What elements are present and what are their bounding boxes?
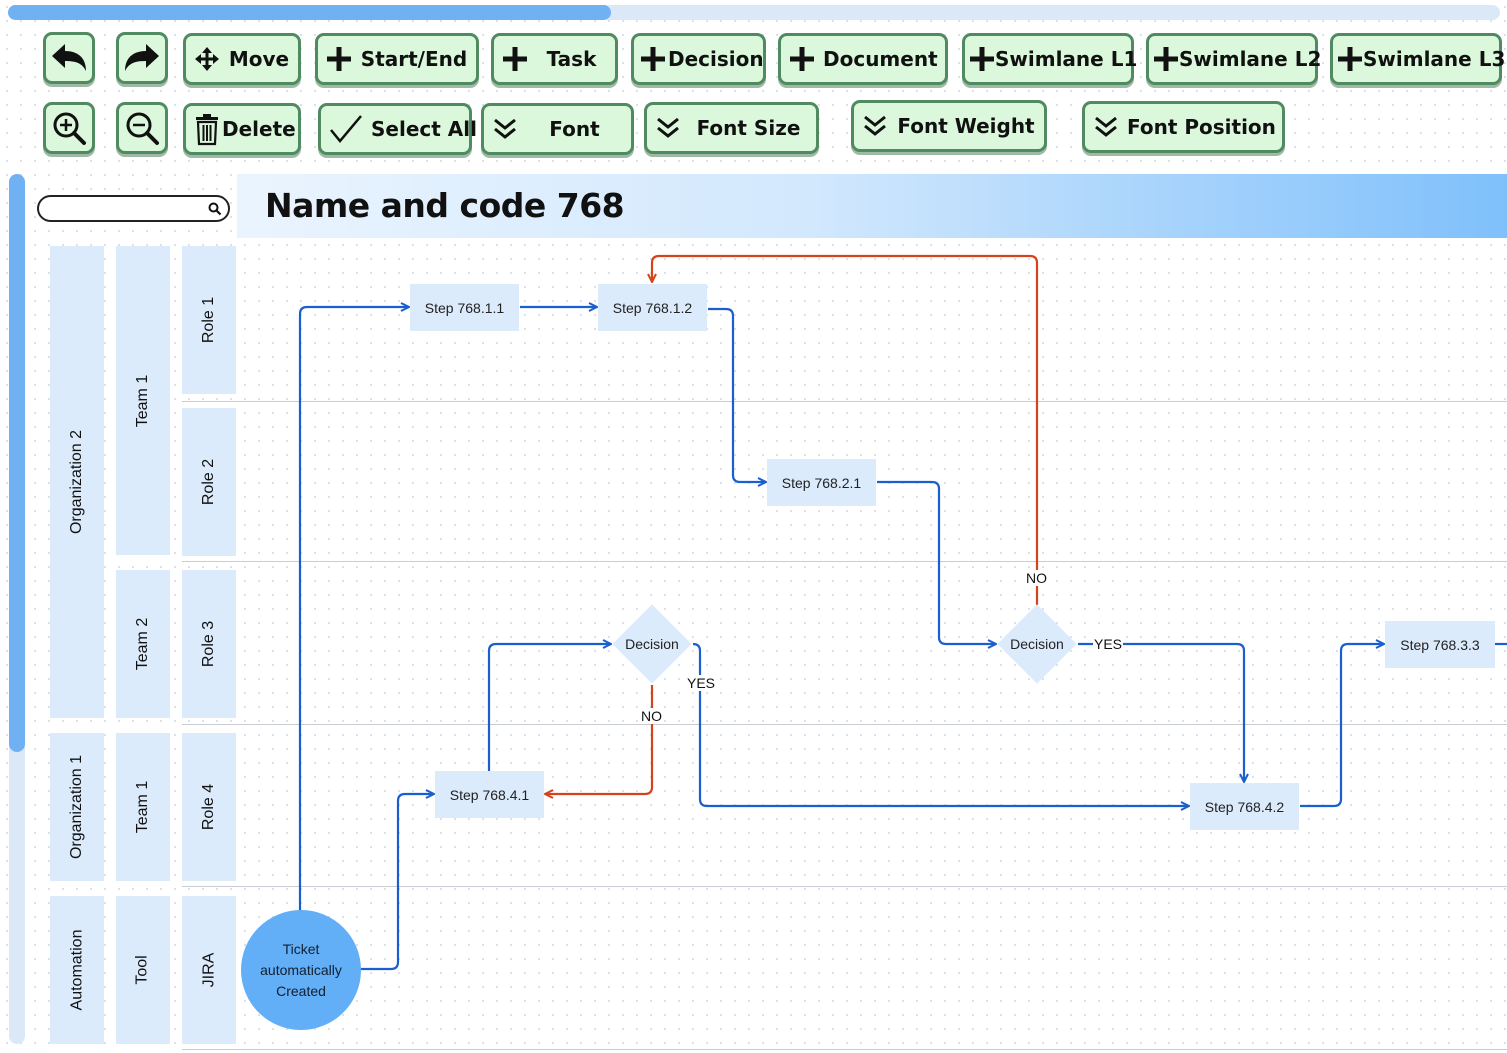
swimlane-l3-jira[interactable]: JIRA [182,896,236,1044]
font-weight-label: Font Weight [897,114,1035,138]
lane-divider [182,1049,1507,1050]
swimlane-l1-organization-1[interactable]: Organization 1 [50,733,104,881]
connector-step-1-2-to-step-2-1 [708,307,766,482]
task-node-step-1-1[interactable]: Step 768.1.1 [410,284,519,331]
trash-icon [194,112,220,146]
swimlane-l2-button[interactable]: Swimlane L2 [1146,33,1322,85]
swimlane-l3-role-4[interactable]: Role 4 [182,733,236,881]
connector-decision-b-yes-to-step-4-2 [1078,642,1244,782]
search-box[interactable] [37,195,230,222]
task-button[interactable]: Task [491,33,618,85]
plus-icon [969,46,995,72]
move-arrows-icon [194,46,220,72]
edge-label-no: NO [1025,570,1048,586]
checkmark-icon [329,114,363,144]
font-weight-dropdown-button[interactable]: Font Weight [851,100,1047,152]
lane-divider [182,401,1507,402]
lane-divider [182,886,1507,887]
undo-button[interactable] [43,32,95,84]
task-node-step-4-2[interactable]: Step 768.4.2 [1190,783,1299,830]
move-label: Move [228,47,290,71]
undo-arrow-icon [49,41,89,75]
font-dropdown-button[interactable]: Font [481,103,634,155]
swimlane-l2-tool[interactable]: Tool [116,896,170,1044]
plus-icon [1337,46,1363,72]
horizontal-scrollbar-thumb[interactable] [8,5,611,20]
swimlane-l1-button[interactable]: Swimlane L1 [962,33,1138,85]
swimlane-l1-automation[interactable]: Automation [50,896,104,1044]
connector-step-4-1-to-decision-a [487,644,611,772]
decision-node-a-label: Decision [625,636,679,652]
edge-label-no: NO [640,708,663,724]
swimlane-l2-label: Swimlane L2 [1179,47,1322,71]
double-chevron-down-icon [492,116,518,142]
font-size-label: Font Size [696,116,801,140]
delete-label: Delete [222,117,296,141]
font-position-dropdown-button[interactable]: Font Position [1082,101,1285,153]
font-position-label: Font Position [1127,115,1276,139]
task-node-step-4-1[interactable]: Step 768.4.1 [435,771,544,818]
double-chevron-down-icon [655,115,681,141]
swimlane-l2-team-2[interactable]: Team 2 [116,570,170,718]
diagram-title-bar: Name and code 768 [237,174,1507,238]
edge-label-yes: YES [1093,636,1124,652]
connector-decision-a-yes-to-step-4-2 [692,642,1189,806]
plus-icon [640,46,666,72]
swimlane-l2-team-1[interactable]: Team 1 [116,733,170,881]
double-chevron-down-icon [862,113,888,139]
swimlane-l2-team-1[interactable]: Team 1 [116,246,170,555]
swimlane-l3-role-3[interactable]: Role 3 [182,570,236,718]
task-node-step-2-1[interactable]: Step 768.2.1 [767,459,876,506]
select-all-button[interactable]: Select All [318,103,477,155]
plus-icon [326,46,352,72]
search-icon[interactable] [208,202,222,221]
task-label: Task [546,47,597,71]
lane-divider [182,724,1507,725]
select-all-label: Select All [371,117,477,141]
zoom-out-icon [124,110,160,146]
start-node[interactable]: Ticket automatically Created [241,910,361,1030]
connector-start-to-step-1-1 [298,307,409,912]
task-node-step-3-3[interactable]: Step 768.3.3 [1385,621,1495,668]
swimlane-l3-label: Swimlane L3 [1363,47,1506,71]
swimlane-l1-organization-2[interactable]: Organization 2 [50,246,104,718]
plus-icon [1153,46,1179,72]
decision-label: Decision [668,47,764,71]
swimlane-l1-label: Swimlane L1 [995,47,1138,71]
zoom-out-button[interactable] [116,102,168,154]
connector-step-2-1-to-decision-b [877,480,996,644]
start-end-button[interactable]: Start/End [315,33,479,85]
diagram-title[interactable]: Name and code 768 [265,186,625,225]
decision-node-b-label: Decision [1010,636,1064,652]
document-button[interactable]: Document [778,33,948,85]
edge-label-yes: YES [686,675,717,691]
swimlane-l3-role-2[interactable]: Role 2 [182,408,236,556]
connector-decision-b-no-to-step-1-2 [652,254,1039,605]
swimlane-l3-role-1[interactable]: Role 1 [182,246,236,394]
task-node-step-1-2[interactable]: Step 768.1.2 [598,284,707,331]
document-label: Document [823,47,938,71]
plus-icon [502,46,528,72]
redo-arrow-icon [122,41,162,75]
zoom-in-button[interactable] [43,102,95,154]
connector-decision-a-no-to-step-4-1 [545,685,654,794]
vertical-scrollbar-thumb[interactable] [9,174,25,752]
connector-step-4-2-to-step-3-3 [1300,644,1384,808]
connector-start-to-step-4-1 [361,794,434,971]
lane-divider [182,561,1507,562]
redo-button[interactable] [116,32,168,84]
move-button[interactable]: Move [183,33,301,85]
delete-button[interactable]: Delete [183,103,301,155]
decision-button[interactable]: Decision [631,33,766,85]
double-chevron-down-icon [1093,114,1119,140]
font-size-dropdown-button[interactable]: Font Size [644,102,819,154]
start-end-label: Start/End [360,47,468,71]
zoom-in-icon [51,110,87,146]
swimlane-l3-button[interactable]: Swimlane L3 [1330,33,1506,85]
search-input[interactable] [49,199,203,220]
start-node-label: Ticket automatically Created [260,940,342,999]
plus-icon [789,46,815,72]
font-label: Font [549,117,600,141]
